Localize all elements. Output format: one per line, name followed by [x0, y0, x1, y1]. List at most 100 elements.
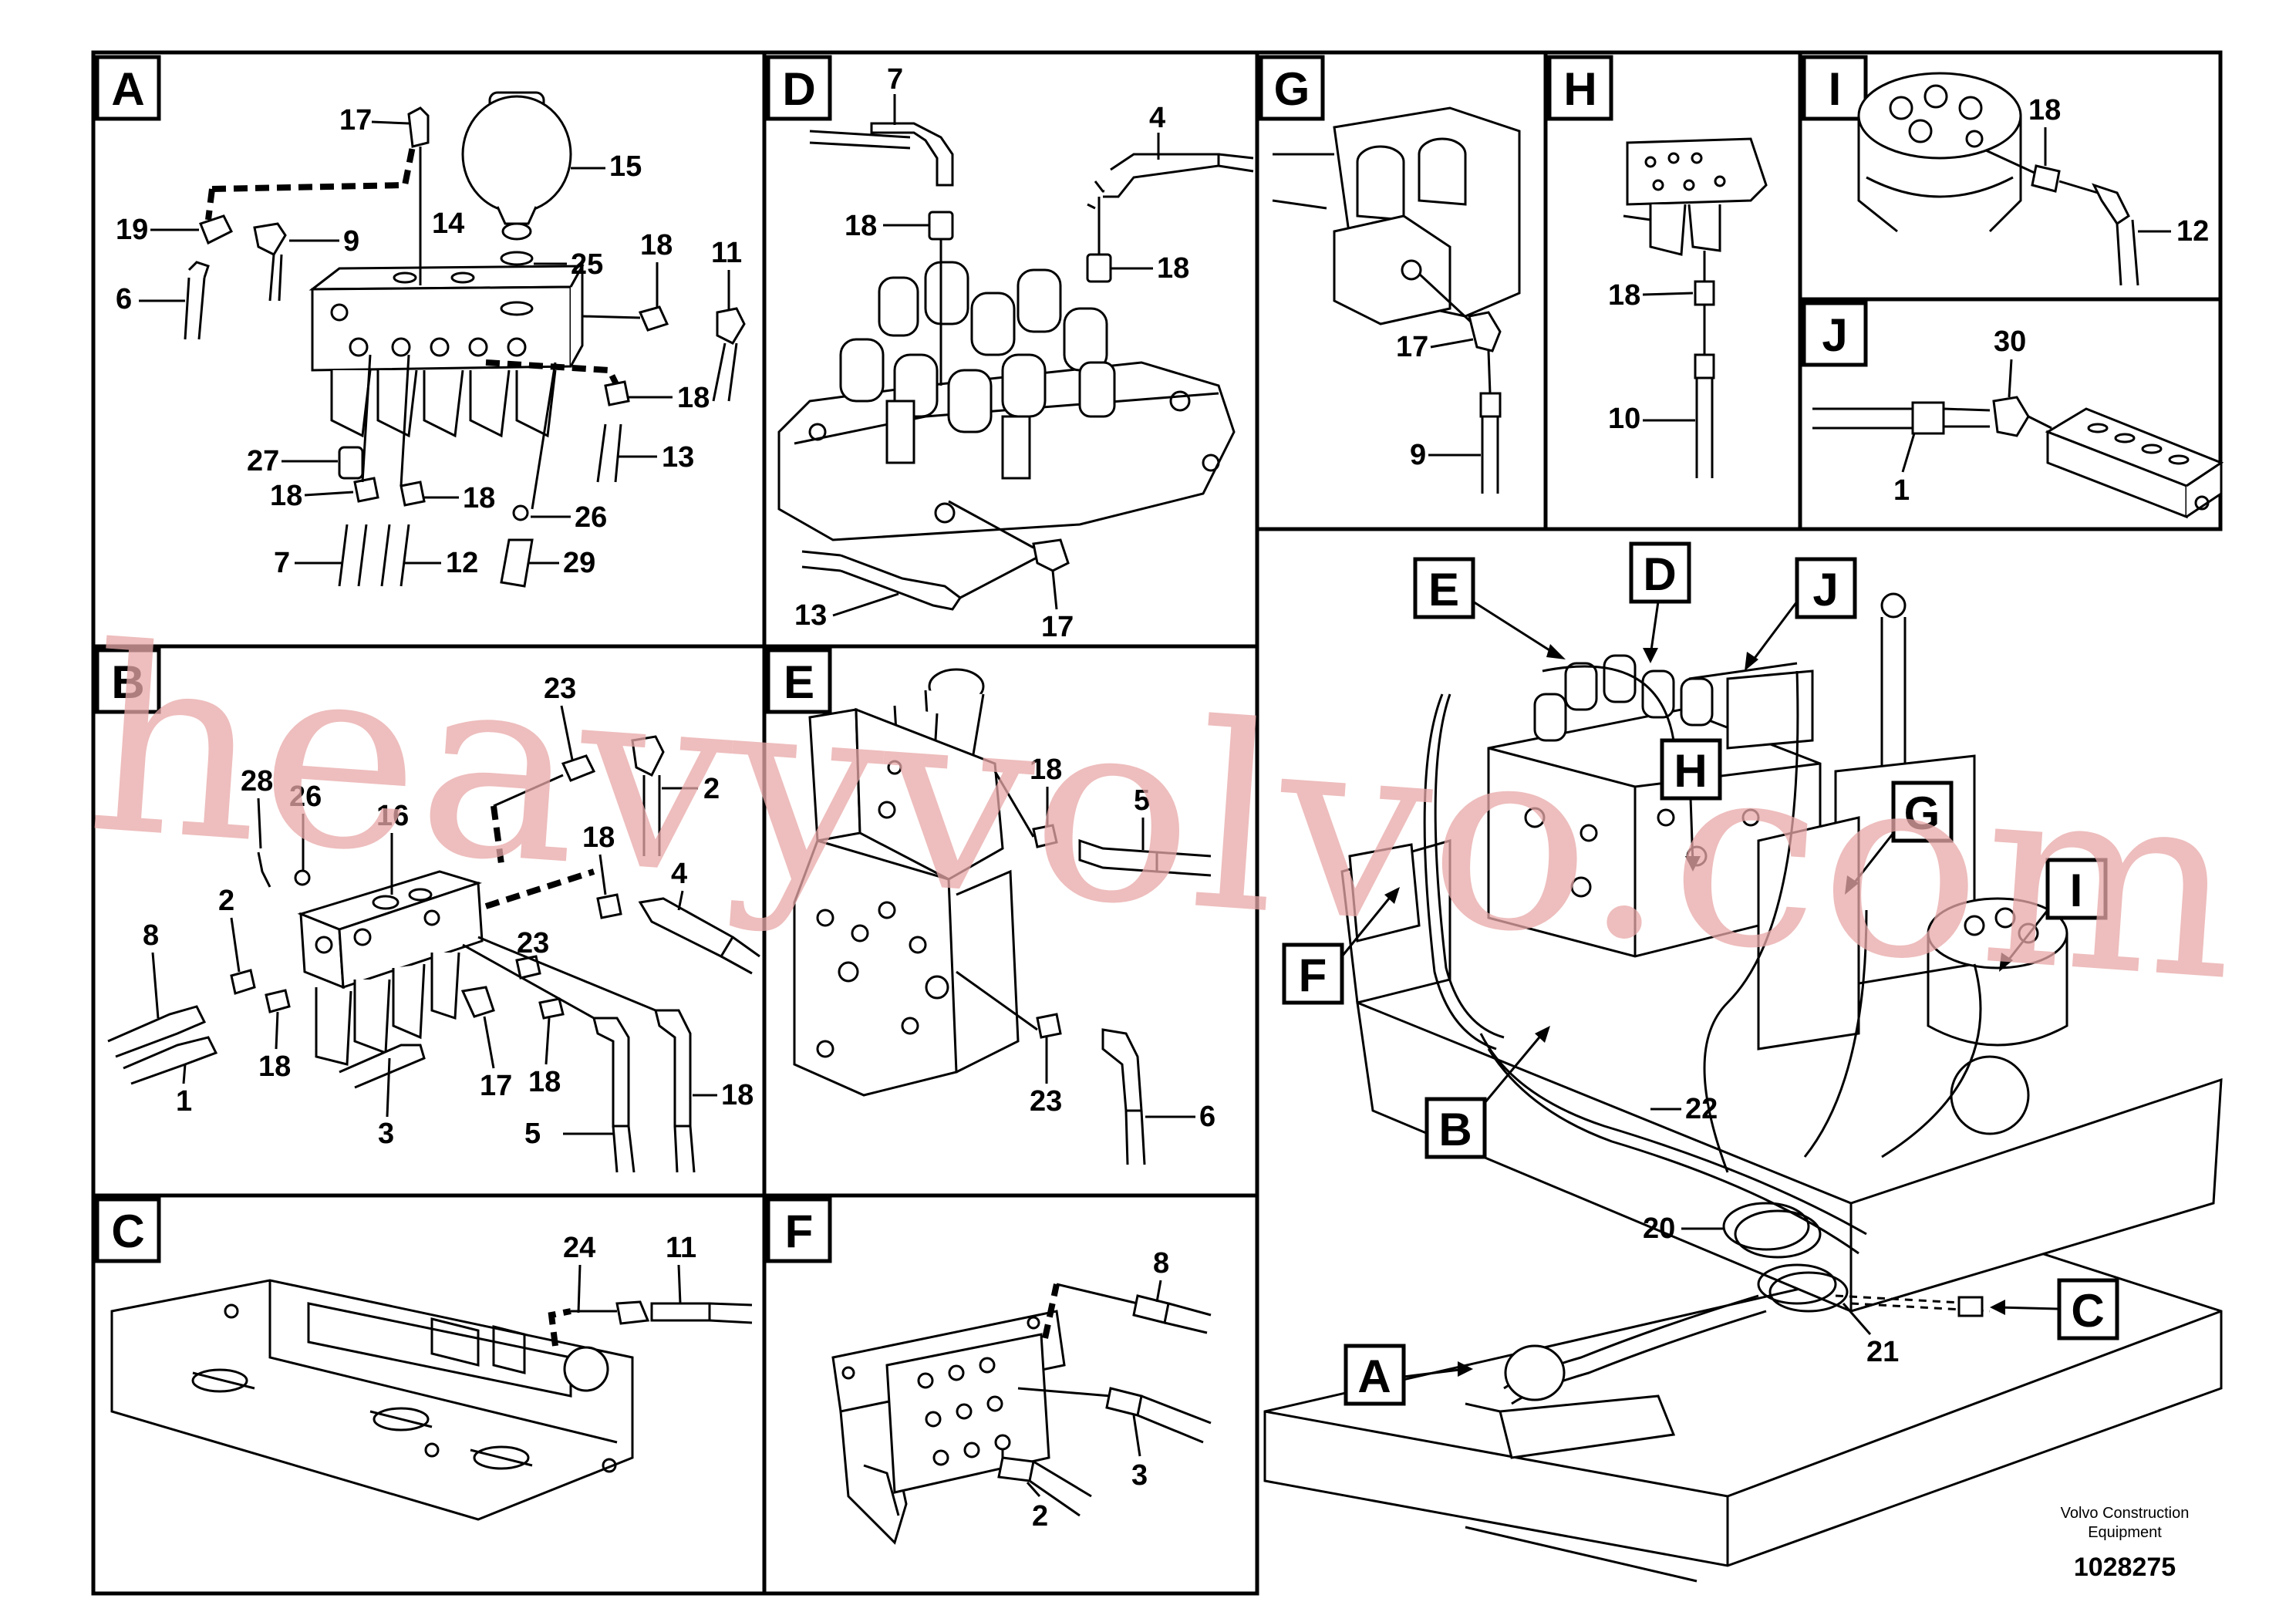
- panel-h-label: H: [1547, 55, 1613, 121]
- panel-i-letter: I: [1829, 63, 1842, 115]
- pole: [1880, 617, 1907, 771]
- panel-j-drawing: [1812, 396, 2224, 519]
- hose-6: [184, 277, 206, 340]
- bolt-29: [500, 538, 534, 588]
- callout-a-29: 29: [563, 547, 595, 579]
- frame-rail-c: [110, 1279, 634, 1521]
- panel-d-letter: D: [782, 63, 815, 115]
- block-g: [1333, 214, 1451, 325]
- panel-c-letter: C: [111, 1206, 144, 1257]
- fitting-17: [407, 106, 430, 148]
- hose-4-end: [1103, 153, 1220, 198]
- hose-13: [596, 423, 622, 483]
- accumulator-sphere: [461, 91, 572, 241]
- dashed-connector-13: [485, 359, 620, 387]
- callout-e-6: 6: [1199, 1101, 1215, 1133]
- panel-a-letter: A: [111, 63, 144, 115]
- callout-h-18: 18: [1608, 279, 1640, 312]
- view-label-f: F: [1282, 887, 1400, 1005]
- view-label-e: E: [1413, 557, 1566, 659]
- control-valve-body: [777, 261, 1236, 541]
- callout-a-7: 7: [274, 547, 290, 579]
- panel-i-callouts: 18 12: [2028, 94, 2209, 248]
- panel-a-drawing: [184, 91, 746, 588]
- callout-overview-22: 22: [1685, 1093, 1718, 1125]
- panel-h-callouts: 18 10: [1608, 279, 1695, 435]
- hose-6-end: [187, 261, 210, 278]
- fitting-23-e: [1036, 1013, 1062, 1039]
- panel-f-letter: F: [785, 1206, 814, 1257]
- hose-11-c: [650, 1302, 711, 1322]
- callout-d-18-left: 18: [845, 210, 877, 242]
- fitting-2-b: [230, 969, 256, 995]
- bracket-f: [831, 1310, 1066, 1545]
- callout-b-1: 1: [176, 1085, 192, 1118]
- fitting-23-b: [561, 754, 596, 782]
- callout-i-12: 12: [2176, 215, 2209, 248]
- washer-26: [512, 504, 529, 521]
- panel-c-drawing: [110, 1279, 753, 1521]
- svg-text:G: G: [1904, 787, 1940, 839]
- panel-e-letter: E: [784, 656, 814, 708]
- panel-i-label: I: [1802, 55, 1868, 121]
- dashed-connector-f: [1042, 1283, 1060, 1339]
- callout-b-18-top: 18: [582, 821, 615, 854]
- hose-loop-20: [1722, 1202, 1810, 1251]
- callout-d-17: 17: [1041, 611, 1074, 643]
- hose-6-e: [1101, 1028, 1143, 1112]
- solenoid-valves: [330, 369, 557, 438]
- callout-a-11: 11: [711, 237, 742, 269]
- fitting-9-end: [253, 222, 287, 256]
- fitting-18-b-left: [265, 989, 291, 1013]
- callout-overview-21: 21: [1866, 1336, 1899, 1368]
- panel-f-callouts: 8 3 2: [1026, 1247, 1169, 1533]
- callout-g-17: 17: [1396, 331, 1428, 363]
- panel-c-label: C: [95, 1197, 161, 1263]
- callout-a-18-mid: 18: [463, 482, 495, 514]
- callout-b-2-left: 2: [218, 885, 234, 917]
- view-label-d: D: [1629, 541, 1691, 663]
- callout-b-10: 5: [524, 1118, 541, 1150]
- svg-text:B: B: [1438, 1104, 1472, 1155]
- callout-e-5: 5: [1134, 784, 1150, 817]
- svg-text:E: E: [1428, 564, 1459, 615]
- manifold-block: [308, 261, 585, 372]
- overview-control-valve: [1487, 654, 1822, 958]
- callout-a-13: 13: [662, 441, 694, 474]
- hose-1-j: [1812, 407, 1914, 430]
- hose-8-b: [107, 1005, 207, 1058]
- callout-a-15: 15: [609, 150, 642, 183]
- panel-h-letter: H: [1563, 63, 1596, 115]
- panel-c-callouts: 24 11: [563, 1232, 696, 1313]
- callout-c-24: 24: [563, 1232, 595, 1264]
- overview-callouts: 22 20 21: [1643, 1093, 1899, 1368]
- hose-loop-21: [1757, 1263, 1837, 1305]
- svg-text:H: H: [1674, 745, 1707, 797]
- callout-a-9: 9: [343, 225, 359, 258]
- panel-frames: [91, 50, 2223, 1596]
- manifold-overview: [1499, 1394, 1676, 1459]
- accumulator-overview: [1504, 1344, 1566, 1401]
- callout-b-4: 4: [671, 858, 687, 890]
- callout-g-9: 9: [1410, 439, 1426, 471]
- callout-b-5: 3: [378, 1118, 394, 1150]
- callout-b-17: 17: [480, 1070, 512, 1102]
- fitting-12-end: [2092, 183, 2130, 226]
- hose-1-b: [123, 1036, 218, 1085]
- panel-h-drawing: [1623, 137, 1768, 478]
- hose-12-i: [2116, 219, 2139, 286]
- panel-j-frame: [1798, 297, 2223, 531]
- panel-e-callouts: 18 5 23 6: [1030, 754, 1215, 1133]
- callout-d-4: 4: [1149, 102, 1165, 134]
- valve-section-e: [793, 668, 1020, 1097]
- dashed-connector-19-17: [211, 146, 416, 192]
- fitting-17-d: [1032, 538, 1070, 572]
- callout-a-18-right: 18: [677, 382, 710, 414]
- svg-text:D: D: [1643, 548, 1676, 600]
- view-label-a: A: [1344, 1344, 1473, 1406]
- hose-13-end: [840, 554, 963, 611]
- company-name-line1: Volvo Construction: [2061, 1505, 2190, 1522]
- callout-b-18-left: 18: [258, 1050, 291, 1083]
- hose-10-b: [592, 1017, 630, 1128]
- panel-d-callouts: 7 4 18 18 13 17: [794, 63, 1189, 643]
